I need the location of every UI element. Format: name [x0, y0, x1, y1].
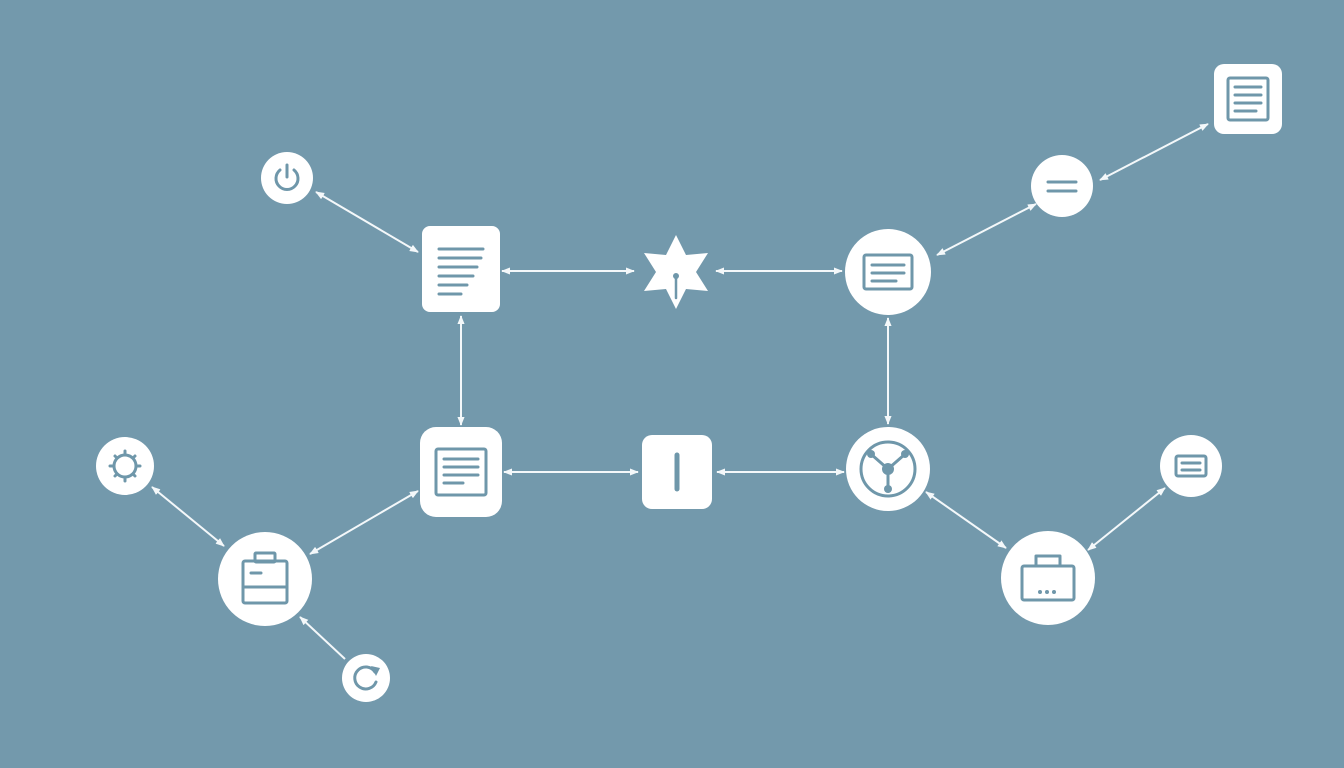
edge-equals-to-doc-corner [1099, 123, 1209, 181]
node-bar-center[interactable] [642, 435, 712, 509]
node-equals[interactable] [1031, 155, 1093, 217]
equals-icon [1046, 180, 1078, 193]
gear-icon [108, 449, 142, 483]
edge-network-to-box [925, 491, 1007, 549]
node-clipboard[interactable] [218, 532, 312, 626]
list-icon [862, 253, 914, 291]
node-doc-corner[interactable] [1214, 64, 1282, 134]
document-lines-icon [437, 247, 485, 296]
node-form-center[interactable] [420, 427, 502, 517]
refresh-icon [353, 665, 380, 691]
message-icon [1174, 454, 1208, 478]
network-icon [859, 440, 917, 498]
edge-list-top-to-equals [936, 203, 1037, 256]
node-power[interactable] [261, 152, 313, 204]
node-list-top[interactable] [845, 229, 931, 315]
power-icon [274, 163, 300, 191]
edge-box-to-message [1087, 487, 1166, 551]
node-box[interactable] [1001, 531, 1095, 625]
node-hub-star[interactable] [644, 235, 708, 309]
edge-power-to-doc-top-left [315, 191, 419, 253]
clipboard-icon [241, 551, 289, 605]
box-icon [1020, 554, 1076, 602]
list-document-icon [1226, 76, 1270, 122]
node-gear[interactable] [96, 437, 154, 495]
edges-layer [151, 123, 1209, 660]
node-message[interactable] [1160, 435, 1222, 497]
edge-clipboard-to-form-center [309, 490, 419, 555]
node-doc-top-left[interactable] [422, 226, 500, 312]
node-network[interactable] [846, 427, 930, 511]
form-icon [434, 447, 488, 497]
node-refresh[interactable] [342, 654, 390, 702]
edge-refresh-to-clipboard [299, 616, 346, 660]
star-hub-icon [673, 273, 679, 300]
edge-gear-to-clipboard [151, 486, 225, 547]
